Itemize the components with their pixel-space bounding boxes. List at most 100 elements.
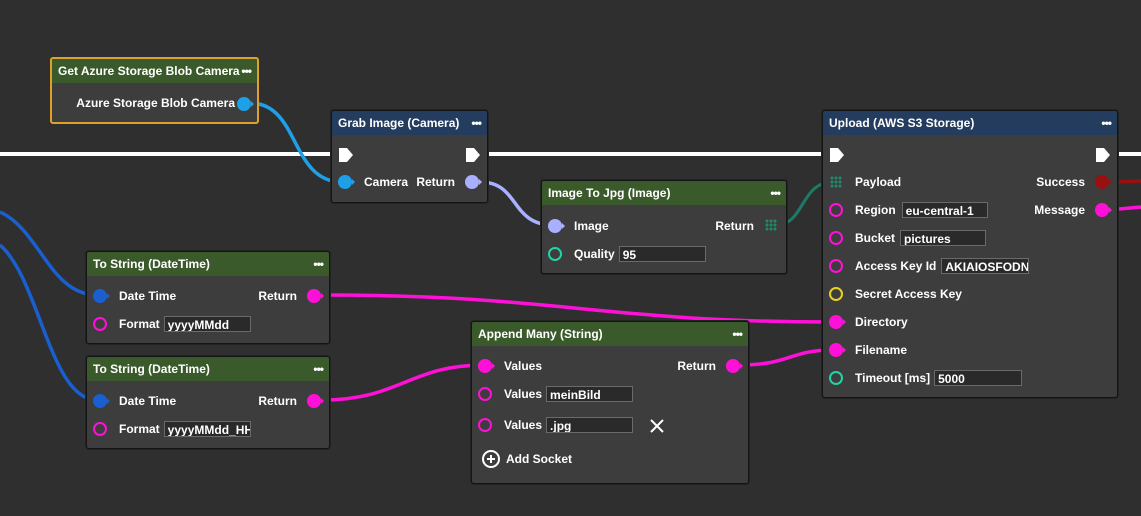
node-header[interactable]: To String (DateTime) ••• (87, 357, 329, 381)
region-input[interactable]: eu-central-1 (901, 202, 988, 218)
exec-input-pin[interactable] (338, 147, 354, 163)
directory-input-pin[interactable] (829, 315, 846, 329)
camera-output-pin[interactable] (237, 97, 254, 111)
timeout-input[interactable]: 5000 (934, 370, 1023, 386)
format-input-pin[interactable] (93, 317, 107, 331)
node-menu-icon[interactable]: ••• (471, 116, 482, 130)
add-socket-button[interactable]: Add Socket (482, 449, 572, 469)
timeout-row: Timeout [ms] 5000 (855, 368, 1023, 388)
azure-blob-camera-node[interactable]: Get Azure Storage Blob Camera ••• Azure … (50, 57, 259, 124)
node-menu-icon[interactable]: ••• (770, 186, 781, 200)
timeout-input-pin[interactable] (829, 371, 843, 385)
camera-label: Camera (364, 175, 409, 189)
return-label: Return (677, 359, 716, 373)
filename-row: Filename (855, 340, 907, 360)
secret-key-input-pin[interactable] (829, 287, 843, 301)
filename-label: Filename (855, 343, 908, 357)
values-input[interactable]: .jpg (546, 417, 634, 433)
region-row: Region eu-central-1 (855, 200, 988, 220)
values-input-pin[interactable] (478, 387, 492, 401)
region-input-pin[interactable] (829, 203, 843, 217)
node-title: To String (DateTime) (93, 257, 210, 271)
exec-output-pin[interactable] (1095, 147, 1111, 163)
camera-row: Camera (364, 172, 408, 192)
format-input-pin[interactable] (93, 422, 107, 436)
quality-label: Quality (574, 247, 615, 261)
quality-row: Quality 95 (574, 244, 706, 264)
node-menu-icon[interactable]: ••• (313, 257, 324, 271)
node-header[interactable]: Append Many (String) ••• (472, 322, 748, 346)
camera-wire[interactable] (249, 101, 343, 184)
string-output-pin[interactable] (726, 359, 743, 373)
output-label: Azure Storage Blob Camera (76, 96, 235, 110)
string-output-pin[interactable] (307, 394, 324, 408)
format-label: Format (119, 317, 160, 331)
node-header[interactable]: Upload (AWS S3 Storage) ••• (823, 111, 1117, 135)
datetime-label: Date Time (119, 394, 177, 408)
output-row: Azure Storage Blob Camera (76, 93, 235, 113)
access-key-row: Access Key Id AKIAIOSFODNN (855, 256, 1030, 276)
exec-output-pin[interactable] (465, 147, 481, 163)
timeout-label: Timeout [ms] (855, 371, 931, 385)
message-label: Message (1034, 203, 1085, 217)
exec-input-pin[interactable] (829, 147, 845, 163)
upload-s3-node[interactable]: Upload (AWS S3 Storage) ••• Payload Succ… (822, 110, 1118, 398)
node-menu-icon[interactable]: ••• (241, 64, 252, 78)
close-icon[interactable] (650, 419, 664, 433)
bucket-input[interactable]: pictures (900, 230, 987, 246)
format-input[interactable]: yyyyMMdd (163, 316, 251, 332)
bucket-input-pin[interactable] (829, 231, 843, 245)
filename-wire[interactable] (739, 348, 834, 367)
image-wire[interactable] (479, 180, 554, 227)
datetime-input-pin[interactable] (93, 394, 110, 408)
access-key-input-pin[interactable] (829, 259, 843, 273)
node-title: To String (DateTime) (93, 362, 210, 376)
return-row: Return (715, 216, 754, 236)
values-input-pin[interactable] (478, 359, 495, 373)
add-socket-label: Add Socket (506, 452, 573, 466)
node-menu-icon[interactable]: ••• (732, 327, 743, 341)
to-string-datetime-node[interactable]: To String (DateTime) ••• Date Time Retur… (86, 356, 330, 449)
node-menu-icon[interactable]: ••• (313, 362, 324, 376)
image-to-jpg-node[interactable]: Image To Jpg (Image) ••• Image Return Qu… (541, 180, 787, 274)
access-key-input[interactable]: AKIAIOSFODNN (941, 258, 1030, 274)
message-output-pin[interactable] (1095, 203, 1112, 217)
values-wire[interactable] (321, 363, 485, 402)
image-label: Image (574, 219, 609, 233)
values-label: Values (504, 387, 543, 401)
string-output-pin[interactable] (307, 289, 324, 303)
to-string-datetime-node[interactable]: To String (DateTime) ••• Date Time Retur… (86, 251, 330, 344)
quality-input-pin[interactable] (548, 247, 562, 261)
directory-row: Directory (855, 312, 908, 332)
format-label: Format (119, 422, 160, 436)
return-label: Return (258, 394, 297, 408)
return-label: Return (416, 175, 455, 189)
image-output-pin[interactable] (465, 175, 482, 189)
values-input[interactable]: meinBild (546, 386, 634, 402)
node-header[interactable]: Get Azure Storage Blob Camera ••• (52, 59, 257, 83)
values-input-pin[interactable] (478, 418, 492, 432)
node-header[interactable]: To String (DateTime) ••• (87, 252, 329, 276)
node-menu-icon[interactable]: ••• (1101, 116, 1112, 130)
format-row: Format yyyyMMdd_HH (119, 419, 251, 439)
quality-input[interactable]: 95 (618, 246, 706, 262)
payload-input-pin[interactable] (830, 176, 842, 188)
camera-input-pin[interactable] (338, 175, 355, 189)
success-output-pin[interactable] (1095, 175, 1112, 189)
datetime-wire[interactable] (0, 210, 98, 297)
return-row: Return (677, 356, 716, 376)
values-row: Values (504, 356, 542, 376)
node-header[interactable]: Grab Image (Camera) ••• (332, 111, 487, 135)
datetime-wire[interactable] (0, 243, 98, 402)
datetime-input-pin[interactable] (93, 289, 110, 303)
values-label: Values (504, 418, 543, 432)
node-header[interactable]: Image To Jpg (Image) ••• (542, 181, 786, 205)
append-many-node[interactable]: Append Many (String) ••• Values Return V… (471, 321, 749, 484)
return-row: Return (258, 391, 297, 411)
image-input-pin[interactable] (548, 219, 565, 233)
grab-image-node[interactable]: Grab Image (Camera) ••• Camera Return (331, 110, 488, 203)
format-input[interactable]: yyyyMMdd_HH (163, 421, 251, 437)
bytes-output-pin[interactable] (765, 219, 777, 231)
directory-wire[interactable] (321, 293, 834, 324)
filename-input-pin[interactable] (829, 343, 846, 357)
